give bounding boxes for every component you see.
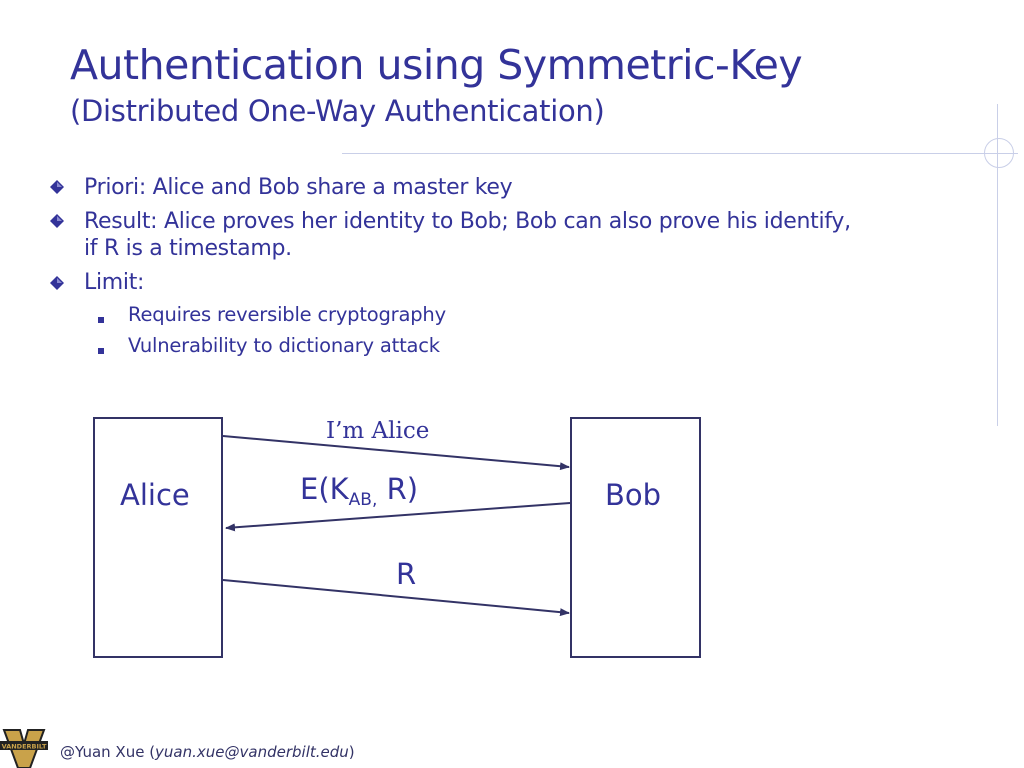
diamond-bullet-icon [50,180,64,194]
message-encrypted-subscript: AB, [348,490,378,510]
footer-credit: @Yuan Xue (yuan.xue@vanderbilt.edu) [60,743,355,761]
message-encrypted-prefix: E(K [300,472,349,506]
slide-title: Authentication using Symmetric-Key [70,41,803,89]
slide-subtitle: (Distributed One-Way Authentication) [70,94,605,128]
message-r: R [396,557,417,591]
diamond-bullet-icon [50,214,64,228]
message-im-alice: I’m Alice [326,418,430,444]
vanderbilt-logo-icon: VANDERBILT [0,729,48,768]
bob-box [570,417,701,658]
alice-label: Alice [120,478,190,512]
decorative-horizontal-line [342,153,1018,154]
footer-email[interactable]: yuan.xue@vanderbilt.edu [155,743,349,761]
decorative-vertical-line [997,104,998,426]
square-bullet-icon [98,348,104,354]
message-encrypted: E(KAB, R) [300,472,418,510]
sub-bullet-reversible: Requires reversible cryptography [128,303,446,326]
footer-suffix: ) [348,743,355,761]
square-bullet-icon [98,317,104,323]
bullet-result-line2: if R is a timestamp. [84,236,292,261]
footer-prefix: @Yuan Xue ( [60,743,156,761]
logo-text: VANDERBILT [2,743,47,751]
bullet-priori: Priori: Alice and Bob share a master key [84,175,513,200]
bob-label: Bob [605,478,662,512]
alice-box [93,417,223,658]
message-encrypted-suffix: R) [377,472,419,506]
sub-bullet-dictionary: Vulnerability to dictionary attack [128,334,440,357]
bullet-limit: Limit: [84,270,145,295]
decorative-circle [984,138,1014,168]
bullet-result-line1: Result: Alice proves her identity to Bob… [84,209,851,234]
diamond-bullet-icon [50,276,64,290]
